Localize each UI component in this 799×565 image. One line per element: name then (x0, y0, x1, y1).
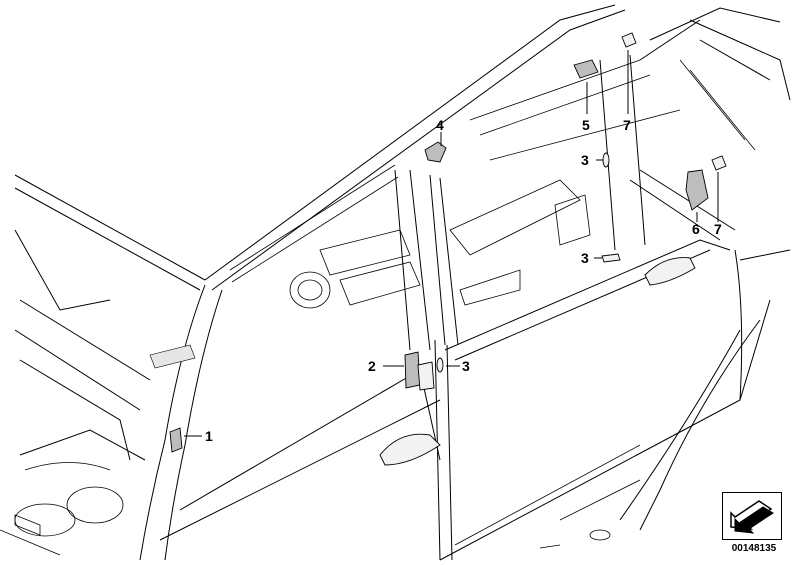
part-2-pillar-bracket (404, 351, 435, 391)
callout-2: 2 (368, 358, 376, 374)
part-4-upper-clip (424, 141, 447, 163)
callout-labels: 1 2 3 3 3 4 5 6 7 7 (205, 117, 722, 444)
navigation-arrow-box[interactable] (722, 492, 782, 540)
leader-lines (184, 50, 719, 437)
callout-5: 5 (582, 117, 590, 133)
callout-1: 1 (205, 428, 213, 444)
vehicle-body-outline (0, 4, 791, 561)
part-1-trim-clip (169, 427, 183, 453)
part-7-clip-lower (711, 155, 727, 171)
part-7-clip-upper (621, 32, 637, 48)
callout-7-lower: 7 (714, 221, 722, 237)
part-6-c-pillar-bracket (685, 169, 709, 211)
diagram-reference-number: 00148135 (731, 543, 777, 554)
part-3-clip-c-pillar-upper (602, 152, 610, 168)
nav-arrow-icon (730, 500, 774, 534)
callout-4: 4 (436, 117, 444, 133)
part-3-clip-c-pillar-lower (601, 253, 621, 263)
callout-3-c-pillar-lower: 3 (581, 250, 589, 266)
callout-6: 6 (692, 221, 700, 237)
callout-7-upper: 7 (623, 117, 631, 133)
callout-3-lower-b-pillar: 3 (462, 358, 470, 374)
part-5-roof-clip (573, 59, 599, 79)
part-3-clip-lower-b (436, 357, 444, 373)
callout-3-c-pillar-upper: 3 (581, 152, 589, 168)
